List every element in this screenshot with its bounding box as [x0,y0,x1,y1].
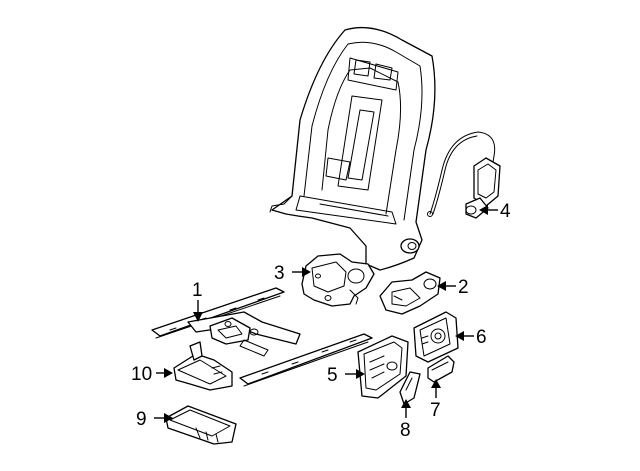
callout-label-6: 6 [476,327,487,348]
callout-label-7: 7 [430,400,441,421]
callout-label-10: 10 [131,364,152,385]
part-7-switch-knob [427,355,455,383]
callout-2: 2 [437,277,469,298]
part-3-bracket-motor [301,253,375,307]
callout-8: 8 [400,399,411,441]
callout-7: 7 [430,379,441,421]
part-6-switch-module [413,311,459,363]
callout-label-5: 5 [327,365,338,386]
part-4-recliner-motor [427,131,501,219]
callout-label-9: 9 [136,409,147,430]
callout-1: 1 [192,280,203,322]
callout-5: 5 [327,365,365,386]
callout-4: 4 [479,201,511,222]
part-8-switch-cover [399,371,421,405]
part-5-control-module [357,335,409,399]
seat-back-frame [269,26,436,271]
callout-6: 6 [455,327,487,348]
callout-10: 10 [131,364,173,385]
part-10-memory-module [173,341,233,391]
callout-label-2: 2 [458,277,469,298]
callout-label-3: 3 [274,263,285,284]
part-9-control-unit [165,405,237,445]
callout-label-8: 8 [400,420,411,441]
callout-9: 9 [136,409,173,430]
callout-3: 3 [274,263,311,284]
callout-label-4: 4 [500,201,511,222]
part-2-height-motor [379,271,441,315]
callout-label-1: 1 [192,280,203,301]
part-1-seat-track [151,287,373,387]
